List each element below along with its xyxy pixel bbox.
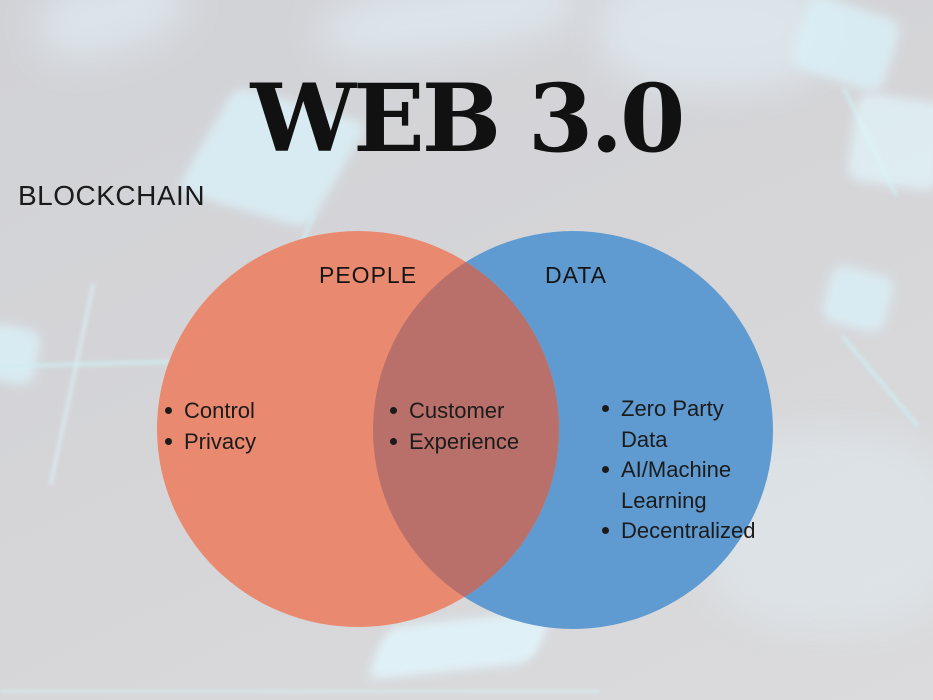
blockchain-label: BLOCKCHAIN [18,180,206,211]
list-item: Control [165,396,256,427]
list-item: Decentralized [602,516,774,547]
list-item: AI/Machine Learning [602,455,774,516]
list-item: Customer [390,396,519,427]
page-title: WEB 3.0 [250,64,686,174]
people-items-list: Control Privacy [165,396,256,457]
overlap-region [373,231,559,627]
list-item: Zero Party Data [602,394,774,455]
list-item: Privacy [165,427,256,458]
data-set-label: DATA [545,262,607,288]
overlap-items-list: Customer Experience [390,396,519,457]
data-items-list: Zero Party Data AI/Machine Learning Dece… [602,394,774,547]
list-item: Experience [390,427,519,458]
people-set-label: PEOPLE [319,262,418,288]
